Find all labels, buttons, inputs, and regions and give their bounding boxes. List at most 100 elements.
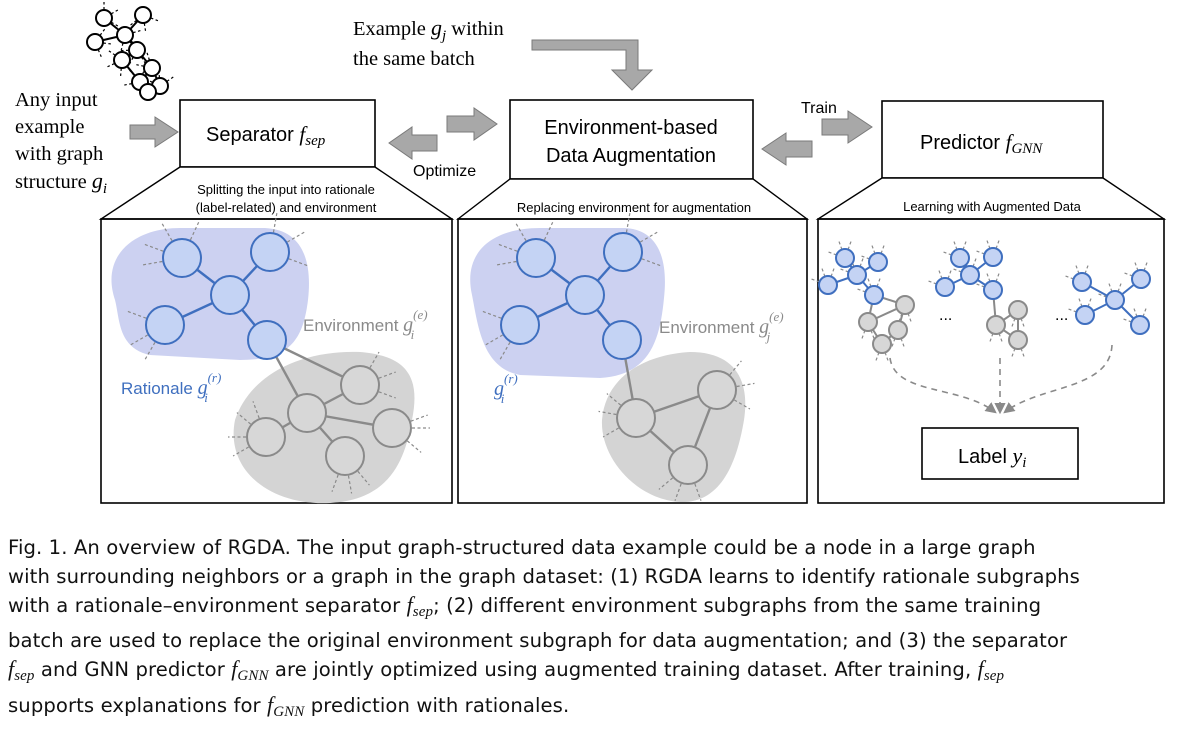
neighbor-stub bbox=[938, 269, 943, 279]
rationale-node bbox=[950, 248, 970, 268]
neighbor-stub bbox=[736, 382, 755, 388]
neighbor-stub bbox=[144, 342, 156, 360]
augmentation-caption: Replacing environment for augmentation bbox=[517, 200, 751, 215]
rationale-node bbox=[1130, 315, 1150, 335]
neighbor-stub bbox=[1142, 307, 1147, 317]
neighbor-stub bbox=[1011, 318, 1016, 328]
rationale-node bbox=[960, 265, 980, 285]
icon-stub bbox=[129, 69, 136, 77]
learning-panel-header: Learning with Augmented Data bbox=[815, 177, 1167, 220]
neighbor-stub bbox=[856, 288, 866, 293]
environment-node bbox=[287, 393, 327, 433]
neighbor-stub bbox=[482, 310, 502, 319]
neighbor-stub bbox=[1122, 318, 1132, 323]
neighbor-stub bbox=[142, 260, 163, 266]
neighbor-stub bbox=[1108, 282, 1113, 292]
icon-stub bbox=[110, 9, 119, 15]
neighbor-stub bbox=[942, 251, 952, 256]
neighbor-stub bbox=[734, 399, 751, 410]
example-j-line-2: the same batch bbox=[353, 48, 475, 70]
neighbor-stub bbox=[1097, 293, 1107, 298]
example-j-line-1: Example gj within bbox=[353, 15, 504, 44]
environment-node bbox=[986, 315, 1006, 335]
rationale-label-panel2: g(r)i bbox=[494, 371, 518, 406]
input-line-3: with graph bbox=[15, 143, 103, 165]
neighbor-stub bbox=[130, 334, 148, 346]
neighbor-stub bbox=[972, 257, 977, 267]
neighbor-stub bbox=[962, 240, 967, 250]
neighbor-stub bbox=[161, 223, 173, 241]
icon-stub bbox=[136, 64, 145, 67]
neighbor-stub bbox=[927, 280, 937, 285]
neighbor-stub bbox=[625, 212, 631, 233]
neighbor-stub bbox=[369, 351, 380, 368]
train-label: Train bbox=[801, 100, 837, 117]
neighbor-stub bbox=[287, 231, 305, 243]
neighbor-stub bbox=[658, 477, 674, 490]
environment-node bbox=[1008, 330, 1028, 350]
icon-stub bbox=[130, 19, 138, 26]
neighbor-stub bbox=[543, 221, 554, 241]
neighbor-stub bbox=[986, 239, 991, 249]
neighbor-stub bbox=[810, 278, 820, 283]
neighbor-stub bbox=[907, 313, 912, 323]
icon-stub bbox=[166, 76, 174, 83]
icon-node bbox=[95, 9, 113, 27]
neighbor-stub bbox=[870, 330, 875, 340]
learning-panel bbox=[817, 218, 1165, 504]
neighbor-stub bbox=[602, 427, 619, 438]
rationale-node bbox=[864, 285, 884, 305]
rationale-node bbox=[1072, 272, 1092, 292]
neighbor-stub bbox=[1084, 264, 1089, 274]
input-line-2: example bbox=[15, 116, 84, 138]
neighbor-stub bbox=[830, 267, 835, 277]
neighbor-stub bbox=[694, 483, 702, 501]
icon-stub bbox=[132, 30, 141, 34]
environment-node bbox=[872, 334, 892, 354]
neighbor-stub bbox=[515, 223, 527, 241]
neighbor-stub bbox=[674, 483, 682, 501]
neighbor-stub bbox=[252, 401, 260, 419]
neighbor-stub bbox=[485, 334, 503, 346]
neighbor-stub bbox=[847, 240, 852, 250]
neighbor-stub bbox=[189, 221, 200, 241]
optimize-arrow-left bbox=[388, 126, 438, 160]
predictor-box: Predictor fGNN bbox=[881, 100, 1104, 179]
neighbor-stub bbox=[1075, 264, 1080, 274]
neighbor-stub bbox=[1011, 348, 1016, 358]
environment-augmentation-box: Environment-based Data Augmentation bbox=[509, 99, 754, 180]
rationale-node bbox=[1105, 290, 1125, 310]
environment-node bbox=[340, 365, 380, 405]
neighbor-stub bbox=[1123, 272, 1133, 277]
augmentation-panel bbox=[457, 218, 808, 504]
input-graph-icon bbox=[86, 2, 174, 101]
icon-stub bbox=[120, 42, 124, 51]
neighbor-stub bbox=[986, 272, 991, 282]
rationale-node bbox=[210, 275, 250, 315]
ellipsis-2: ... bbox=[1055, 307, 1068, 324]
neighbor-stub bbox=[1133, 307, 1138, 317]
neighbor-stub bbox=[144, 243, 164, 252]
neighbor-stub bbox=[871, 244, 876, 254]
neighbor-stub bbox=[606, 393, 622, 406]
icon-stub bbox=[143, 22, 147, 31]
neighbor-stub bbox=[900, 338, 905, 348]
neighbor-stub bbox=[880, 244, 885, 254]
example-j-label: Example gj within the same batch bbox=[353, 15, 504, 70]
rationale-node bbox=[818, 275, 838, 295]
environment-node bbox=[895, 295, 915, 315]
env-aug-line-2: Data Augmentation bbox=[546, 145, 716, 167]
environment-node bbox=[1008, 300, 1028, 320]
rationale-node bbox=[847, 265, 867, 285]
caption-line-5: fsep and GNN predictor fGNN are jointly … bbox=[8, 656, 1005, 685]
neighbor-stub bbox=[1064, 275, 1074, 280]
rationale-node bbox=[835, 248, 855, 268]
neighbor-stub bbox=[1143, 261, 1148, 271]
icon-stub bbox=[150, 17, 159, 22]
neighbor-stub bbox=[838, 240, 843, 250]
neighbor-stub bbox=[975, 283, 985, 288]
rationale-node bbox=[145, 305, 185, 345]
rationale-node bbox=[1075, 305, 1095, 325]
neighbor-stub bbox=[288, 258, 308, 267]
caption-line-6: supports explanations for fGNN predictio… bbox=[8, 691, 570, 720]
